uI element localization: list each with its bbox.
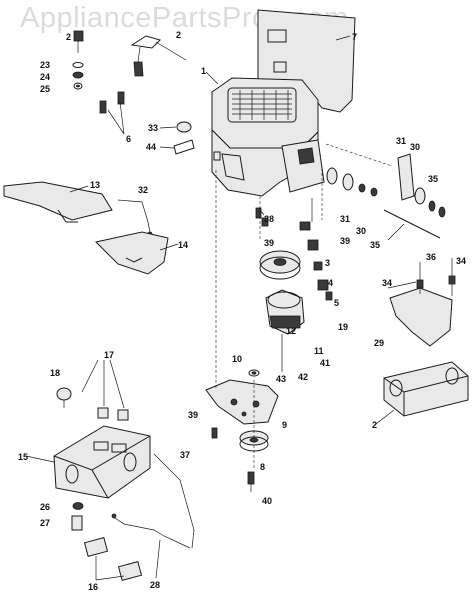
label-32: 32 bbox=[138, 185, 148, 195]
part-bushing-10 bbox=[248, 369, 260, 377]
part-right-hardware bbox=[326, 153, 446, 239]
label-37: 37 bbox=[180, 450, 190, 460]
label-15: 15 bbox=[18, 452, 28, 462]
part-cable-28 bbox=[111, 453, 195, 549]
label-31-right: 31 bbox=[396, 136, 406, 146]
label-11: 11 bbox=[314, 346, 324, 356]
label-42: 42 bbox=[298, 372, 308, 382]
label-5: 5 bbox=[334, 298, 339, 308]
label-24: 24 bbox=[40, 72, 50, 82]
part-small-blocks-17 bbox=[56, 359, 129, 421]
label-18: 18 bbox=[50, 368, 60, 378]
label-40: 40 bbox=[262, 496, 272, 506]
label-19: 19 bbox=[338, 322, 348, 332]
label-34-right: 34 bbox=[456, 256, 466, 266]
callout-labels: 1 2 2 2 3 4 5 6 7 8 9 10 11 12 13 14 15 … bbox=[18, 30, 466, 592]
label-9: 9 bbox=[282, 420, 287, 430]
label-44: 44 bbox=[146, 142, 156, 152]
label-39-left: 39 bbox=[188, 410, 198, 420]
part-heat-shield-13 bbox=[3, 181, 113, 223]
label-25: 25 bbox=[40, 84, 50, 94]
part-fasteners-center bbox=[255, 198, 333, 301]
label-30-left: 30 bbox=[356, 226, 366, 236]
part-bracket-29 bbox=[389, 258, 456, 347]
part-nuts-26-27 bbox=[71, 502, 84, 531]
label-7: 7 bbox=[352, 32, 357, 42]
label-35-top: 35 bbox=[428, 174, 438, 184]
part-hardware-stack-top-left bbox=[72, 30, 84, 90]
label-16: 16 bbox=[88, 582, 98, 592]
part-gaskets-16 bbox=[83, 537, 143, 581]
label-1: 1 bbox=[201, 66, 206, 76]
label-2-right: 2 bbox=[372, 420, 377, 430]
label-2-top-left: 2 bbox=[66, 32, 71, 42]
part-pulley-12 bbox=[259, 250, 301, 280]
label-43: 43 bbox=[276, 374, 286, 384]
label-36: 36 bbox=[426, 252, 436, 262]
label-27: 27 bbox=[40, 518, 50, 528]
part-muffler-15 bbox=[53, 425, 151, 499]
label-39-center: 39 bbox=[264, 238, 274, 248]
label-8: 8 bbox=[260, 462, 265, 472]
assembly-centerlines bbox=[215, 143, 393, 470]
label-41: 41 bbox=[320, 358, 330, 368]
label-23: 23 bbox=[40, 60, 50, 70]
label-12: 12 bbox=[286, 326, 296, 336]
label-3: 3 bbox=[325, 258, 330, 268]
label-14: 14 bbox=[178, 240, 188, 250]
part-base-plate-9 bbox=[205, 379, 279, 425]
label-13: 13 bbox=[90, 180, 100, 190]
part-throttle-bracket bbox=[130, 35, 187, 77]
label-28: 28 bbox=[150, 580, 160, 590]
part-muffler-right bbox=[383, 361, 469, 417]
label-31-left: 31 bbox=[340, 214, 350, 224]
part-clutch-11 bbox=[265, 289, 305, 372]
part-heat-shield-14 bbox=[94, 231, 169, 275]
label-17: 17 bbox=[104, 350, 114, 360]
label-39-right: 39 bbox=[340, 236, 350, 246]
label-6: 6 bbox=[126, 134, 131, 144]
label-34-left: 34 bbox=[382, 278, 392, 288]
label-2-top-mid: 2 bbox=[176, 30, 181, 40]
label-30-right: 30 bbox=[410, 142, 420, 152]
part-engine bbox=[211, 77, 325, 197]
label-38: 38 bbox=[264, 214, 274, 224]
label-4: 4 bbox=[328, 278, 333, 288]
part-cable-32 bbox=[117, 199, 153, 237]
part-clips bbox=[99, 91, 125, 114]
label-29: 29 bbox=[374, 338, 384, 348]
part-small-bracket bbox=[173, 121, 195, 155]
part-bolt-40 bbox=[247, 471, 255, 492]
label-26: 26 bbox=[40, 502, 50, 512]
leader-lines bbox=[25, 35, 417, 581]
label-35-mid: 35 bbox=[370, 240, 380, 250]
part-bolt-39-left bbox=[211, 427, 218, 439]
label-33: 33 bbox=[148, 123, 158, 133]
label-10: 10 bbox=[232, 354, 242, 364]
